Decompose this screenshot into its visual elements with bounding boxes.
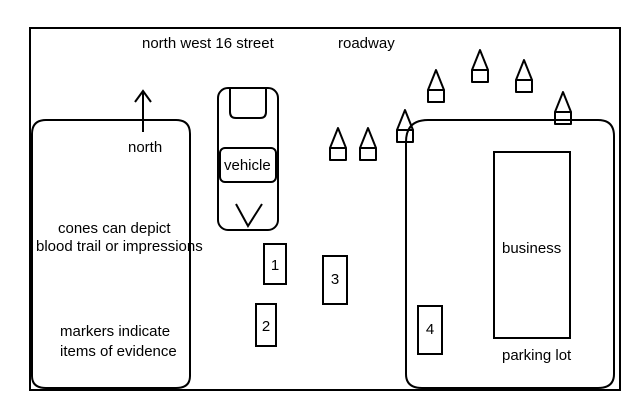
left-area	[31, 119, 191, 389]
evidence-marker-3	[322, 255, 348, 305]
evidence-marker-1	[263, 243, 287, 285]
marker-number-1: 1	[271, 257, 279, 274]
parking-lot-label: parking lot	[502, 347, 572, 364]
markers-note-line2: items of evidence	[60, 343, 177, 360]
north-arrow-icon	[134, 89, 152, 132]
parking-lot-area	[405, 119, 615, 389]
cone-icon	[359, 127, 377, 161]
cone-icon	[329, 127, 347, 161]
cone-icon	[471, 49, 489, 83]
business-building	[493, 151, 571, 339]
marker-number-2: 2	[262, 318, 270, 335]
marker-number-4: 4	[426, 321, 434, 338]
markers-note-line1: markers indicate	[60, 323, 170, 340]
vehicle-label: vehicle	[224, 157, 271, 174]
cones-note-line1: cones can depict	[58, 220, 171, 237]
evidence-cones	[329, 49, 572, 161]
marker-number-3: 3	[331, 271, 339, 288]
street-label: north west 16 street	[142, 35, 275, 52]
cone-icon	[427, 69, 445, 103]
business-label: business	[502, 240, 561, 257]
north-label: north	[128, 139, 162, 156]
cone-icon	[515, 59, 533, 93]
evidence-marker-2	[255, 303, 277, 347]
vehicle-shape	[217, 87, 279, 231]
cones-note-line2: blood trail or impressions	[36, 238, 203, 255]
outer-border	[29, 27, 621, 391]
evidence-marker-4	[417, 305, 443, 355]
roadway-label: roadway	[338, 35, 395, 52]
